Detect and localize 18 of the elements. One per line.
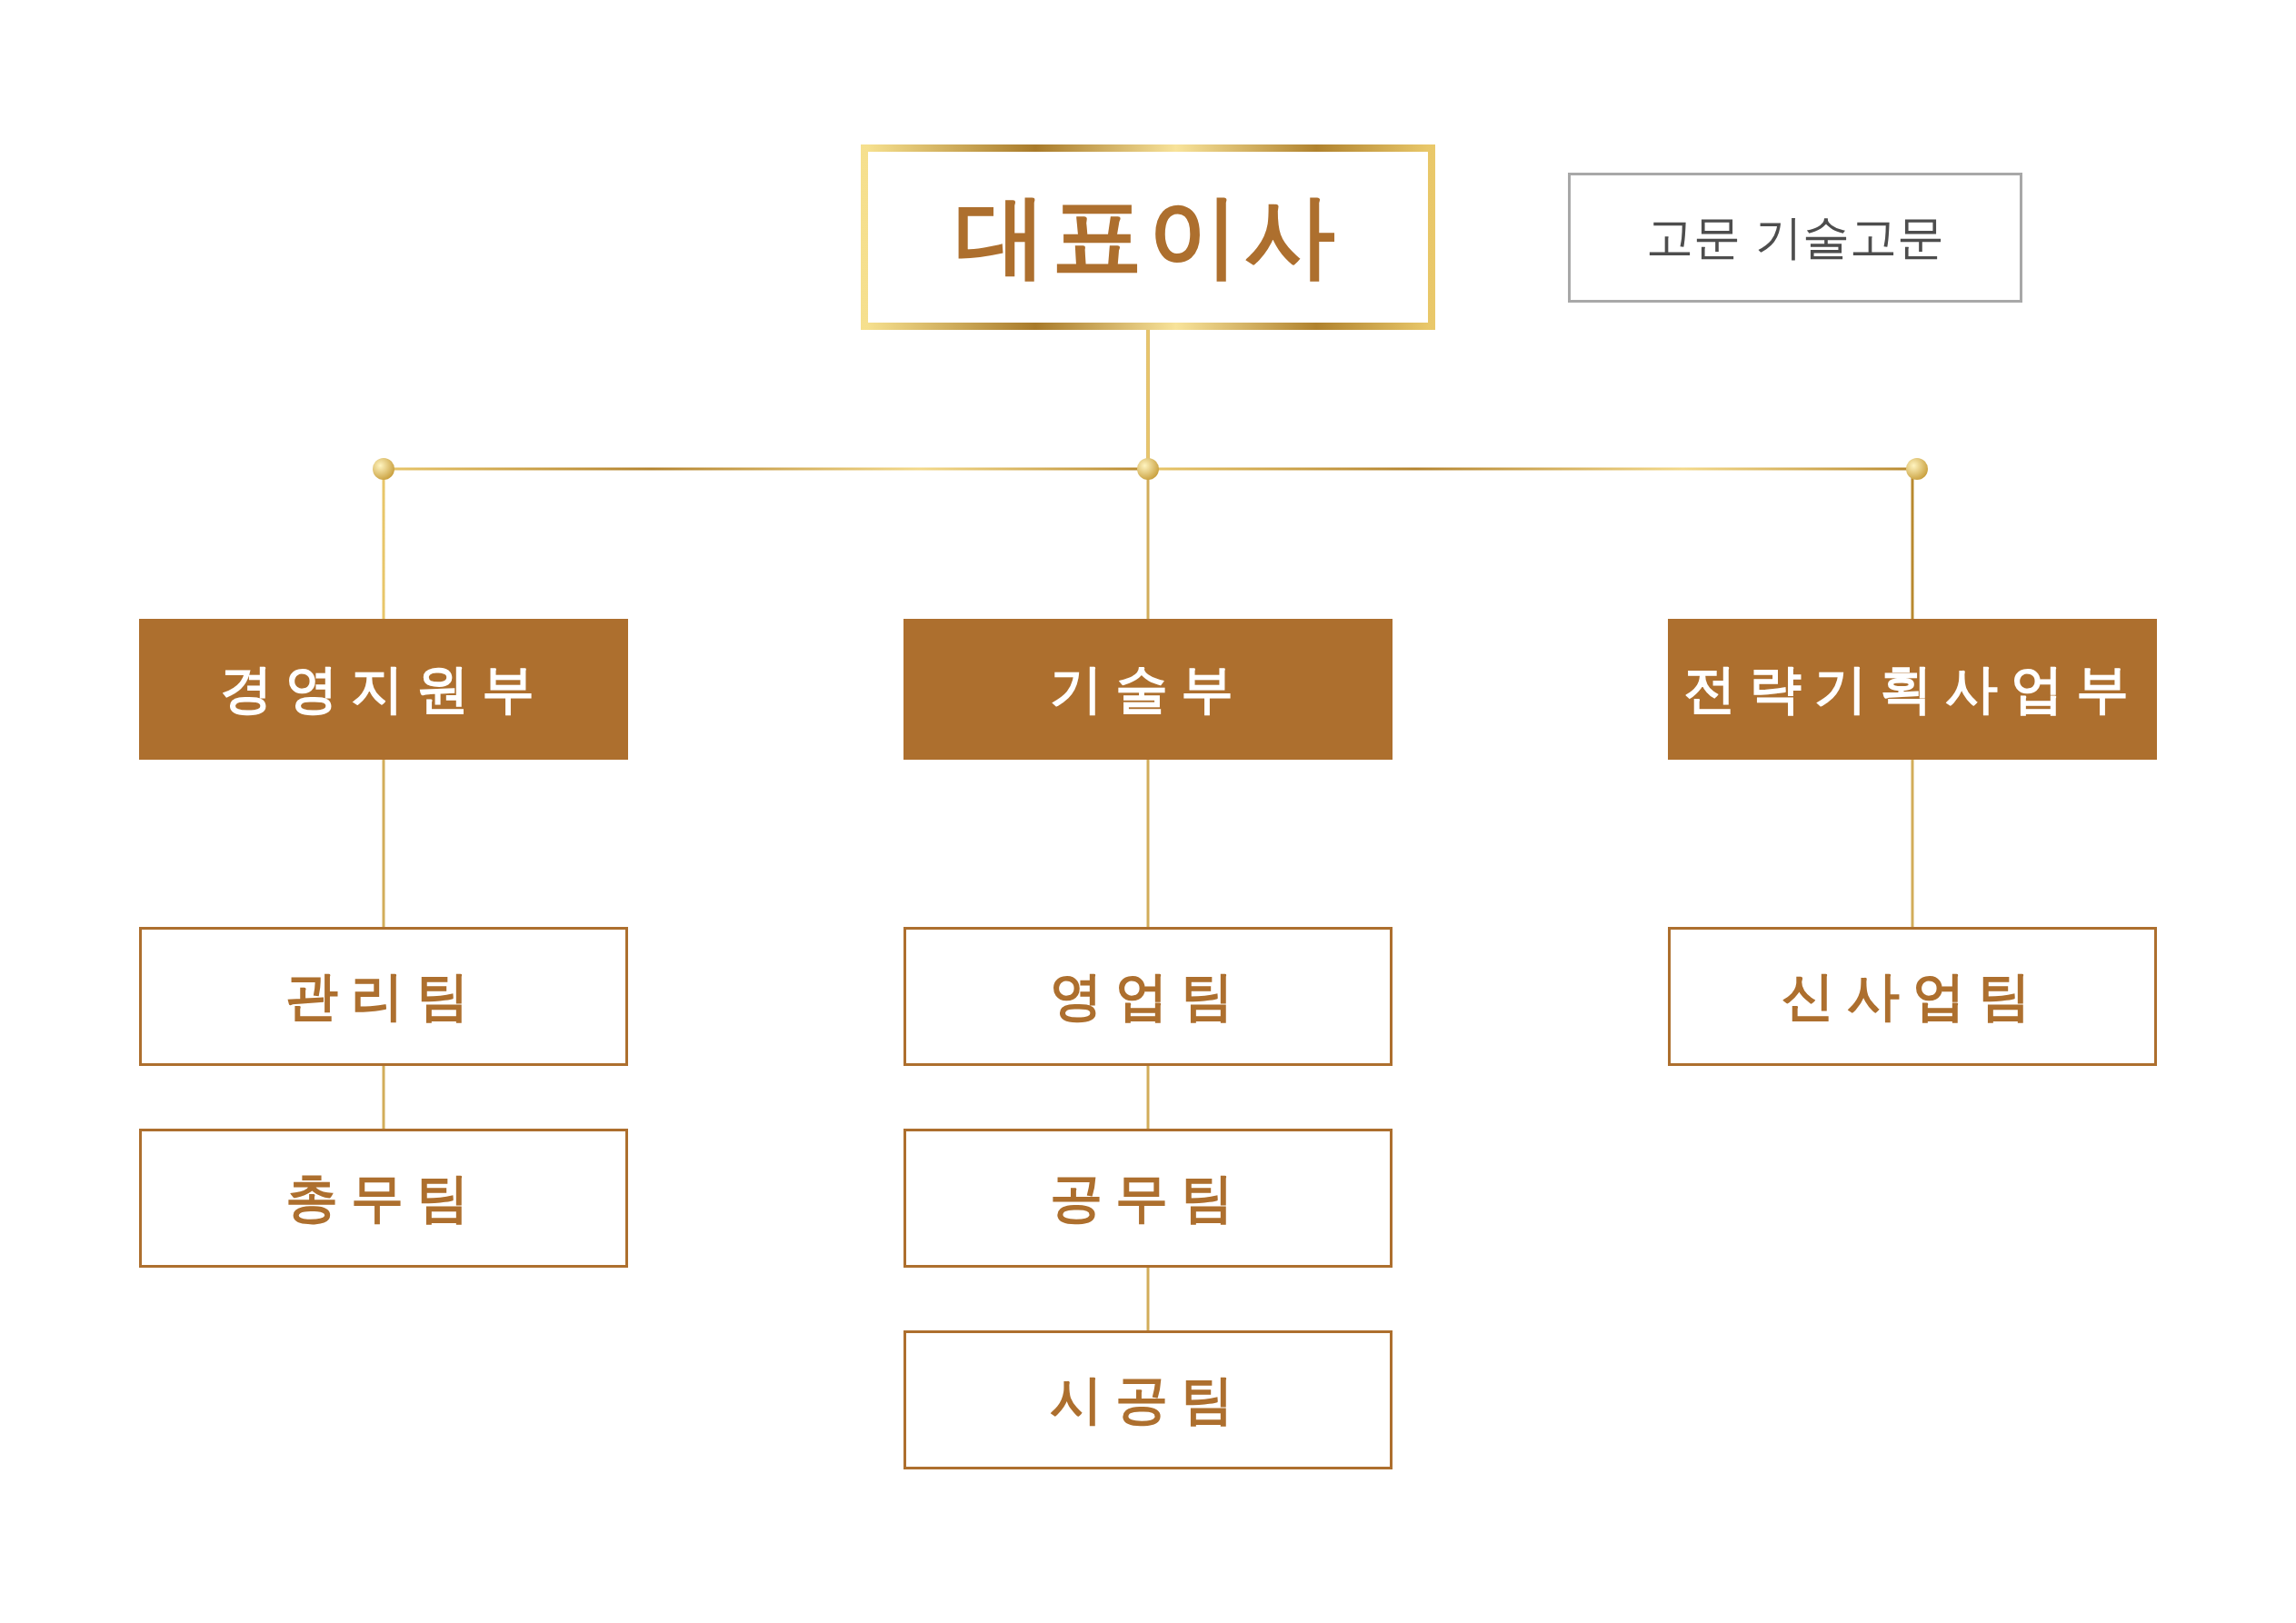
team-box: 신사업팀 (1668, 927, 2157, 1066)
connector-line (382, 760, 385, 927)
connector-line (1146, 760, 1150, 927)
advisor-box: 고문 기술고문 (1568, 173, 2022, 303)
connector-line (1146, 330, 1914, 619)
team-box: 시공팀 (903, 1330, 1393, 1469)
department-box: 전략기획사업부 (1668, 619, 2157, 760)
team-box: 공무팀 (903, 1129, 1393, 1268)
connector-line (1146, 1268, 1150, 1330)
team-box: 영업팀 (903, 927, 1393, 1066)
connector-line (382, 1066, 385, 1129)
connector-line (1911, 760, 1914, 927)
title-box: 대표이사 (861, 144, 1435, 330)
connector-line (1146, 1066, 1150, 1129)
department-box: 기술부 (903, 619, 1393, 760)
team-box: 총무팀 (139, 1129, 628, 1268)
department-box: 경영지원부 (139, 619, 628, 760)
team-box: 관리팀 (139, 927, 628, 1066)
